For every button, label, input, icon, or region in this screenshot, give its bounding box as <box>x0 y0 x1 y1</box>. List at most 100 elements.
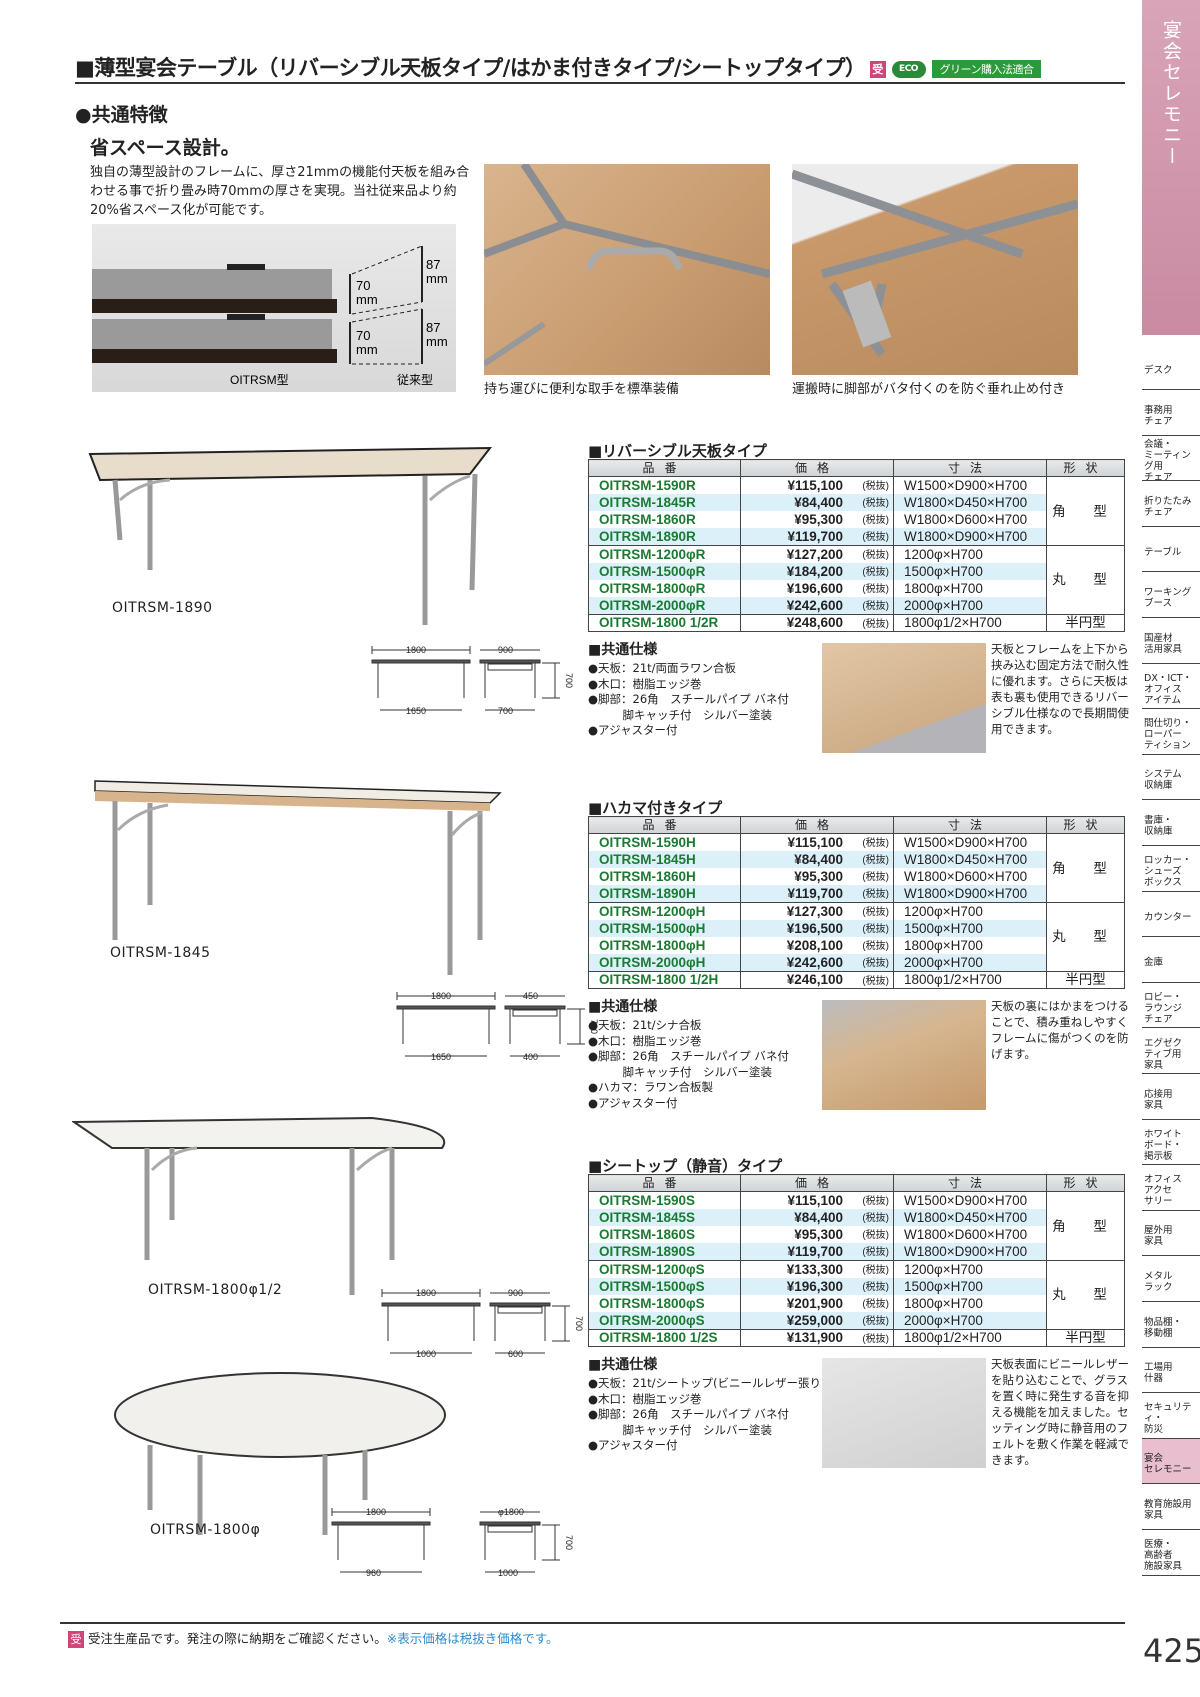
made-to-order-badge: 受 <box>869 60 886 78</box>
tax-note: ※表示価格は税抜き価格です。 <box>386 1631 559 1646</box>
footer-note: 受受注生産品です。発注の際に納期をご確認ください。※表示価格は税抜き価格です。 <box>68 1628 559 1648</box>
tax-label: (税抜) <box>862 583 889 595</box>
sidebar-item-label: デスク <box>1144 364 1173 376</box>
price-cell: ¥115,100(税抜) <box>740 833 894 851</box>
size: 1800φ1/2×H700 <box>893 613 1047 632</box>
feature-description: 天板表面にビニールレザーを貼り込むことで、グラスを置く時に発生する音を抑える機能… <box>991 1357 1129 1467</box>
sidebar-item[interactable]: カウンター <box>1142 892 1200 938</box>
sidebar-item[interactable]: 応接用 家具 <box>1142 1075 1200 1120</box>
sidebar-item[interactable]: エグゼク ティブ用 家具 <box>1142 1029 1200 1074</box>
detail-photo <box>822 1358 986 1468</box>
tax-label: (税抜) <box>862 872 889 884</box>
sidebar-item[interactable]: ロビー・ ラウンジ チェア <box>1142 983 1200 1029</box>
sidebar-item[interactable]: メタル ラック <box>1142 1257 1200 1302</box>
tax-label: (税抜) <box>862 958 889 969</box>
spec-item: 脚キャッチ付 シルバー塗装 <box>588 1064 772 1079</box>
dim-leg-depth: 600 <box>508 1349 523 1359</box>
sidebar-item[interactable]: オフィス アクセ サリー <box>1142 1166 1200 1211</box>
sidebar-item[interactable]: 間仕切り・ ローパー ティション <box>1142 710 1200 755</box>
header-shape: 形状 <box>1046 815 1125 835</box>
price: ¥133,300 <box>786 1261 843 1277</box>
sidebar-item[interactable]: テーブル <box>1142 527 1200 573</box>
sidebar-item[interactable]: DX・ICT・ オフィス アイテム <box>1142 664 1200 710</box>
size: W1800×D450×H700 <box>893 850 1047 869</box>
sidebar-item-label: エグゼク ティブ用 家具 <box>1144 1037 1183 1071</box>
sidebar-item[interactable]: 屋外用 家具 <box>1142 1211 1200 1257</box>
shape-cell: 丸 型 <box>1046 544 1125 615</box>
table-row: OITRSM-2000φH¥242,600(税抜)2000φ×H700 <box>588 954 1125 972</box>
dim-depth: 900 <box>498 645 513 655</box>
price: ¥196,500 <box>786 920 843 936</box>
sidebar-item[interactable]: セキュリティ・ 防災 <box>1142 1394 1200 1439</box>
price: ¥201,900 <box>786 1295 843 1311</box>
size: W1500×D900×H700 <box>893 1191 1047 1209</box>
spec-item: ●ハカマ：ラワン合板製 <box>588 1080 714 1095</box>
price: ¥115,100 <box>787 1193 843 1209</box>
table-row: OITRSM-1860S¥95,300(税抜)W1800×D600×H700 <box>588 1226 1125 1244</box>
table-row: OITRSM-1500φR¥184,200(税抜)1500φ×H700 <box>588 562 1125 580</box>
dim-top-width: 1800 <box>366 1507 386 1517</box>
tax-label: (税抜) <box>862 889 889 901</box>
shape-cell: 半円型 <box>1046 613 1125 632</box>
shape-cell: 半円型 <box>1046 1328 1125 1347</box>
spec-item: ●天板：21t/シートップ(ビニールレザー張り) <box>588 1376 826 1390</box>
feature-description: 天板の裏にはかまをつけることで、積み重ねしやすくフレームに傷がつくのを防げます。 <box>991 999 1129 1061</box>
sidebar-item[interactable]: 会議・ ミーティング用 チェア <box>1142 436 1200 483</box>
price-cell: ¥95,300(税抜) <box>740 868 894 886</box>
size: 1200φ×H700 <box>893 1259 1047 1278</box>
sidebar-item[interactable]: 国産材 活用家具 <box>1142 619 1200 664</box>
sidebar-item-label: 医療・ 高齢者 施設家具 <box>1144 1539 1183 1573</box>
tax-label: (税抜) <box>862 1196 889 1208</box>
price-cell: ¥259,000(税抜) <box>740 1312 894 1330</box>
price: ¥259,000 <box>786 1312 843 1328</box>
sidebar-item[interactable]: ワーキング ブース <box>1142 573 1200 618</box>
spec-item: ●アジャスター付 <box>588 723 678 738</box>
tax-label: (税抜) <box>862 838 889 850</box>
table-row: OITRSM-1500φH¥196,500(税抜)1500φ×H700 <box>588 919 1125 937</box>
sidebar-item-label: セキュリティ・ 防災 <box>1144 1402 1192 1436</box>
price-cell: ¥115,100 (税抜) <box>740 1191 894 1209</box>
unit: mm <box>356 342 378 357</box>
table-row: OITRSM-1500φS¥196,300(税抜)1500φ×H700 <box>588 1277 1125 1295</box>
sidebar-item[interactable]: 金庫 <box>1142 938 1200 983</box>
price-cell: ¥115,100(税抜) <box>740 476 894 494</box>
sidebar-item[interactable]: ホワイト ボード・ 掲示板 <box>1142 1120 1200 1166</box>
size: 1800φ×H700 <box>893 1294 1047 1312</box>
tax-label: (税抜) <box>862 1333 889 1345</box>
sidebar-item[interactable]: システム 収納庫 <box>1142 755 1200 801</box>
sidebar-item[interactable]: 宴会 セレモニー <box>1142 1439 1200 1485</box>
footer-text: 受注生産品です。発注の際に納期をご確認ください。 <box>88 1631 387 1646</box>
size: W1500×D900×H700 <box>893 833 1047 851</box>
sidebar-item[interactable]: 折りたたみ チェア <box>1142 482 1200 527</box>
sidebar-item-label: 屋外用 家具 <box>1144 1225 1173 1248</box>
table-header: 品番価格寸法形状 <box>588 458 1125 478</box>
header-size: 寸法 <box>893 1173 1047 1193</box>
sidebar-item[interactable]: 工場用 什器 <box>1142 1348 1200 1394</box>
new-thickness: 70 <box>356 278 370 293</box>
shape-cell: 丸 型 <box>1046 901 1125 972</box>
sidebar-item[interactable]: 医療・ 高齢者 施設家具 <box>1142 1531 1200 1576</box>
size: 2000φ×H700 <box>893 1312 1047 1330</box>
header-size: 寸法 <box>893 458 1047 478</box>
tax-label: (税抜) <box>862 975 889 987</box>
dim-height: 700 <box>574 1316 584 1331</box>
tax-label: (税抜) <box>862 549 889 561</box>
sidebar-item[interactable]: 事務用 チェア <box>1142 391 1200 436</box>
sidebar-item-label: ロッカー・ シューズ ボックス <box>1144 855 1192 889</box>
sidebar-item[interactable]: 教育施設用 家具 <box>1142 1485 1200 1530</box>
sidebar-item-label: メタル ラック <box>1144 1271 1173 1293</box>
dimension-drawing-2: 1800 1650 450 400 700 <box>395 984 605 1073</box>
dimension-drawing-1: 1800 1650 900 700 700 <box>370 638 580 727</box>
sidebar-item[interactable]: 物品棚・ 移動棚 <box>1142 1303 1200 1348</box>
sidebar-item[interactable]: デスク <box>1142 345 1200 390</box>
size: 1800φ×H700 <box>893 936 1047 954</box>
sidebar-item[interactable]: 書庫・ 収納庫 <box>1142 801 1200 846</box>
sidebar-item[interactable]: ロッカー・ シューズ ボックス <box>1142 847 1200 892</box>
features-subheading: 省スペース設計。 <box>90 137 240 159</box>
price-cell: ¥84,400(税抜) <box>740 1208 894 1227</box>
product-code: OITRSM-1590H <box>588 833 741 851</box>
tax-label: (税抜) <box>862 1264 889 1276</box>
new-type-label: OITRSM型 <box>230 373 289 387</box>
